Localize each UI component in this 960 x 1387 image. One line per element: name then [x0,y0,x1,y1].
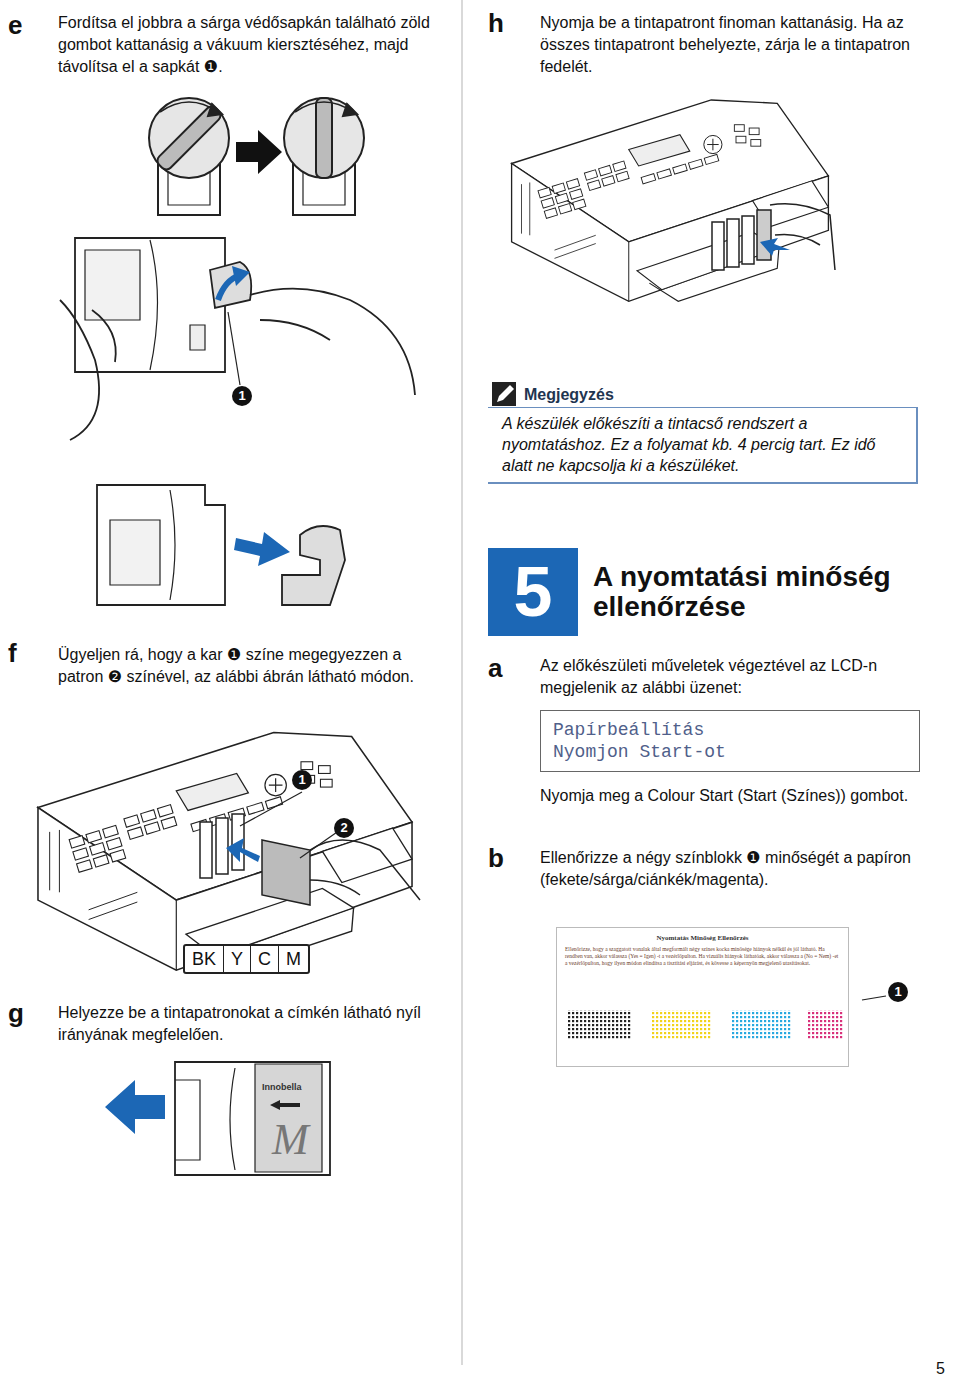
lcd-text: Nyomjon Start-ot [553,741,907,763]
note-heading: Megjegyzés [488,385,918,405]
instruction-text: Az előkészületi műveletek végeztével az … [540,655,930,699]
section-heading: A nyomtatási minőség ellenőrzése [593,562,933,622]
instruction-text: Nyomja meg a Colour Start (Start (Színes… [540,785,930,807]
print-quality-sheet: Nyomtatás Minőség EllenőrzésEllenőrizze,… [556,927,849,1067]
ink-colour-label: BKYCM [183,944,310,974]
cartridge-brand: Innobella [262,1082,322,1092]
step-letter: e [8,12,38,38]
lcd-message-box: PapírbeállításNyomjon Start-ot [540,710,920,772]
callout-number: 2 [334,818,354,838]
instruction-text: Fordítsa el jobbra a sárga védősapkán ta… [58,12,430,78]
ink-code: Y [223,946,250,972]
callout-number: 1 [888,982,908,1002]
callout-number: 1 [232,386,252,406]
cartridge-colour-letter: M [272,1118,312,1162]
sheet-heading: Nyomtatás Minőség Ellenőrzés [565,933,840,943]
sheet-text: Ellenőrizze, hogy a szaggatott vonalak á… [565,946,840,967]
step-number: 5 [488,548,578,636]
lcd-text: Papírbeállítás [553,719,907,741]
ink-code: C [250,946,278,972]
step-letter: b [488,845,518,871]
step-badge: 5A nyomtatási minőség ellenőrzése [488,548,938,636]
ink-code: BK [185,946,223,972]
page-number: 5 [936,1358,952,1380]
step-letter: f [8,640,38,666]
instruction-text: Ellenőrizze a négy színblokk ❶ minőségét… [540,847,930,891]
instruction-text: Ügyeljen rá, hogy a kar ❶ színe megegyez… [58,644,443,688]
note-text: A készülék előkészíti a tintacső rendsze… [488,407,918,484]
callout-number: 1 [292,770,312,790]
step-letter: h [488,10,518,36]
instruction-text: Nyomja be a tintapatront finoman kattaná… [540,12,930,78]
step-letter: a [488,655,518,681]
ink-code: M [278,946,308,972]
note-box: MegjegyzésA készülék előkészíti a tintac… [488,385,918,484]
step-letter: g [8,1000,38,1026]
instruction-text: Helyezze be a tintapatronokat a címkén l… [58,1002,443,1046]
